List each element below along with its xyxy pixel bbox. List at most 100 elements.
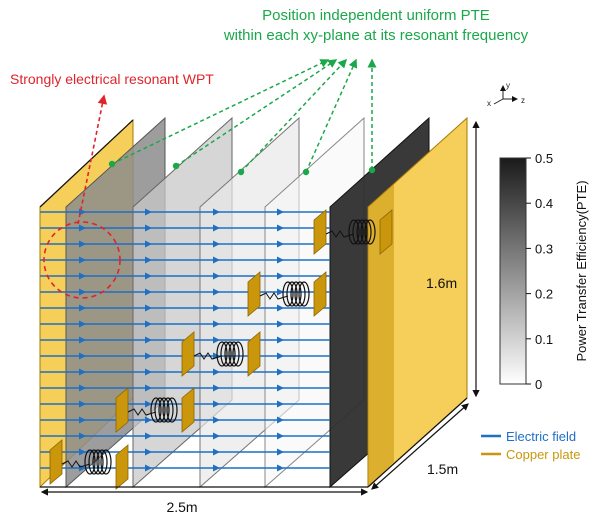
colorbar-tick-label: 0.1 xyxy=(535,332,553,347)
colorbar-tick-label: 0 xyxy=(535,377,542,392)
coil-turn xyxy=(150,397,162,423)
field-arrowhead xyxy=(145,400,152,408)
field-arrowhead xyxy=(277,304,284,312)
coil-turn xyxy=(96,449,108,475)
field-arrowhead xyxy=(79,464,86,472)
field-arrowhead xyxy=(79,224,86,232)
field-arrowhead xyxy=(145,416,152,424)
coil-turn xyxy=(228,341,240,367)
field-arrowhead xyxy=(145,432,152,440)
field-arrowhead xyxy=(213,384,220,392)
field-arrowhead xyxy=(213,448,220,456)
field-arrowhead xyxy=(277,432,284,440)
field-arrowhead xyxy=(277,208,284,216)
field-arrowhead xyxy=(145,272,152,280)
field-arrowhead xyxy=(145,352,152,360)
field-arrowhead xyxy=(277,464,284,472)
field-arrowhead xyxy=(213,288,220,296)
coil-turn xyxy=(356,219,368,245)
coil-turn xyxy=(166,397,178,423)
field-arrowhead xyxy=(277,448,284,456)
field-arrowhead xyxy=(277,336,284,344)
axis-triad xyxy=(493,85,518,105)
copper-pad xyxy=(115,387,129,433)
coil-turn xyxy=(290,281,302,307)
field-arrowhead xyxy=(145,240,152,248)
field-arrowhead xyxy=(145,336,152,344)
coil-turn xyxy=(348,219,360,245)
field-arrowhead xyxy=(79,384,86,392)
coil-turn xyxy=(282,281,294,307)
field-arrowhead xyxy=(213,464,220,472)
green-annotation-dots xyxy=(108,160,376,176)
field-arrowhead xyxy=(145,464,152,472)
colorbar-tick-label: 0.5 xyxy=(535,151,553,166)
axis-z-label: z xyxy=(521,96,525,105)
field-arrowhead xyxy=(277,272,284,280)
legend-label-electric-field: Electric field xyxy=(506,429,576,444)
field-arrowhead xyxy=(79,448,86,456)
copper-pad xyxy=(181,387,195,433)
field-arrowhead xyxy=(213,320,220,328)
copper-pad xyxy=(49,439,63,485)
field-arrowhead xyxy=(79,352,86,360)
height-dimension-label: 1.6m xyxy=(426,275,457,291)
field-arrowhead xyxy=(277,224,284,232)
coil-turn xyxy=(158,397,170,423)
field-arrowhead xyxy=(213,240,220,248)
coil-turn xyxy=(92,449,104,475)
field-arrowhead xyxy=(79,320,86,328)
copper-pad xyxy=(313,209,327,255)
colorbar-ticks: 0.50.40.30.20.10 xyxy=(526,151,553,392)
top-annotation-line2: within each xy-plane at its resonant fre… xyxy=(223,27,529,44)
field-arrowhead xyxy=(277,288,284,296)
field-arrowhead xyxy=(79,400,86,408)
resonant-arrow xyxy=(77,94,108,225)
field-arrowhead xyxy=(79,304,86,312)
coil-turn xyxy=(294,281,306,307)
coil-turn xyxy=(224,341,236,367)
field-arrowhead xyxy=(277,416,284,424)
colorbar-title: Power Transfer Efficiency(PTE) xyxy=(574,180,589,361)
coil-turn xyxy=(100,449,112,475)
field-arrowhead xyxy=(79,240,86,248)
resonator-pads xyxy=(49,209,393,490)
resonant-annotation: Strongly electrical resonant WPT xyxy=(10,71,214,87)
field-arrowhead xyxy=(213,304,220,312)
field-arrowhead xyxy=(213,336,220,344)
field-arrowhead xyxy=(79,272,86,280)
field-arrowhead xyxy=(213,368,220,376)
field-arrowhead xyxy=(213,224,220,232)
coil-turn xyxy=(220,341,232,367)
width-dimension-label: 2.5m xyxy=(166,499,197,515)
copper-pad xyxy=(115,444,129,490)
axis-x-label: x xyxy=(487,99,491,108)
resonant-region-circle xyxy=(43,221,121,299)
coil-turn xyxy=(360,219,372,245)
coil-turn xyxy=(88,449,100,475)
copper-pad xyxy=(247,271,261,317)
field-arrowhead xyxy=(213,400,220,408)
coil-lead xyxy=(325,230,355,238)
field-arrowhead xyxy=(277,352,284,360)
green-annotation-arrows xyxy=(111,58,377,173)
top-annotation-line1: Position independent uniform PTE xyxy=(262,7,490,24)
coil-turn xyxy=(298,281,310,307)
coil-turn xyxy=(154,397,166,423)
field-arrowhead xyxy=(213,256,220,264)
field-arrowhead xyxy=(145,368,152,376)
field-arrowhead xyxy=(145,304,152,312)
coil-lead xyxy=(259,292,289,300)
field-arrowhead xyxy=(213,208,220,216)
field-arrowhead xyxy=(277,384,284,392)
copper-pad xyxy=(313,271,327,317)
field-arrowhead xyxy=(277,240,284,248)
field-arrowhead xyxy=(277,256,284,264)
field-arrowhead xyxy=(79,336,86,344)
field-arrowhead xyxy=(145,320,152,328)
coil-turn xyxy=(84,449,96,475)
legend-label-copper-plate: Copper plate xyxy=(506,447,580,462)
colorbar-tick-label: 0.4 xyxy=(535,196,553,211)
coil-lead xyxy=(193,352,223,360)
copper-pad xyxy=(181,331,195,377)
